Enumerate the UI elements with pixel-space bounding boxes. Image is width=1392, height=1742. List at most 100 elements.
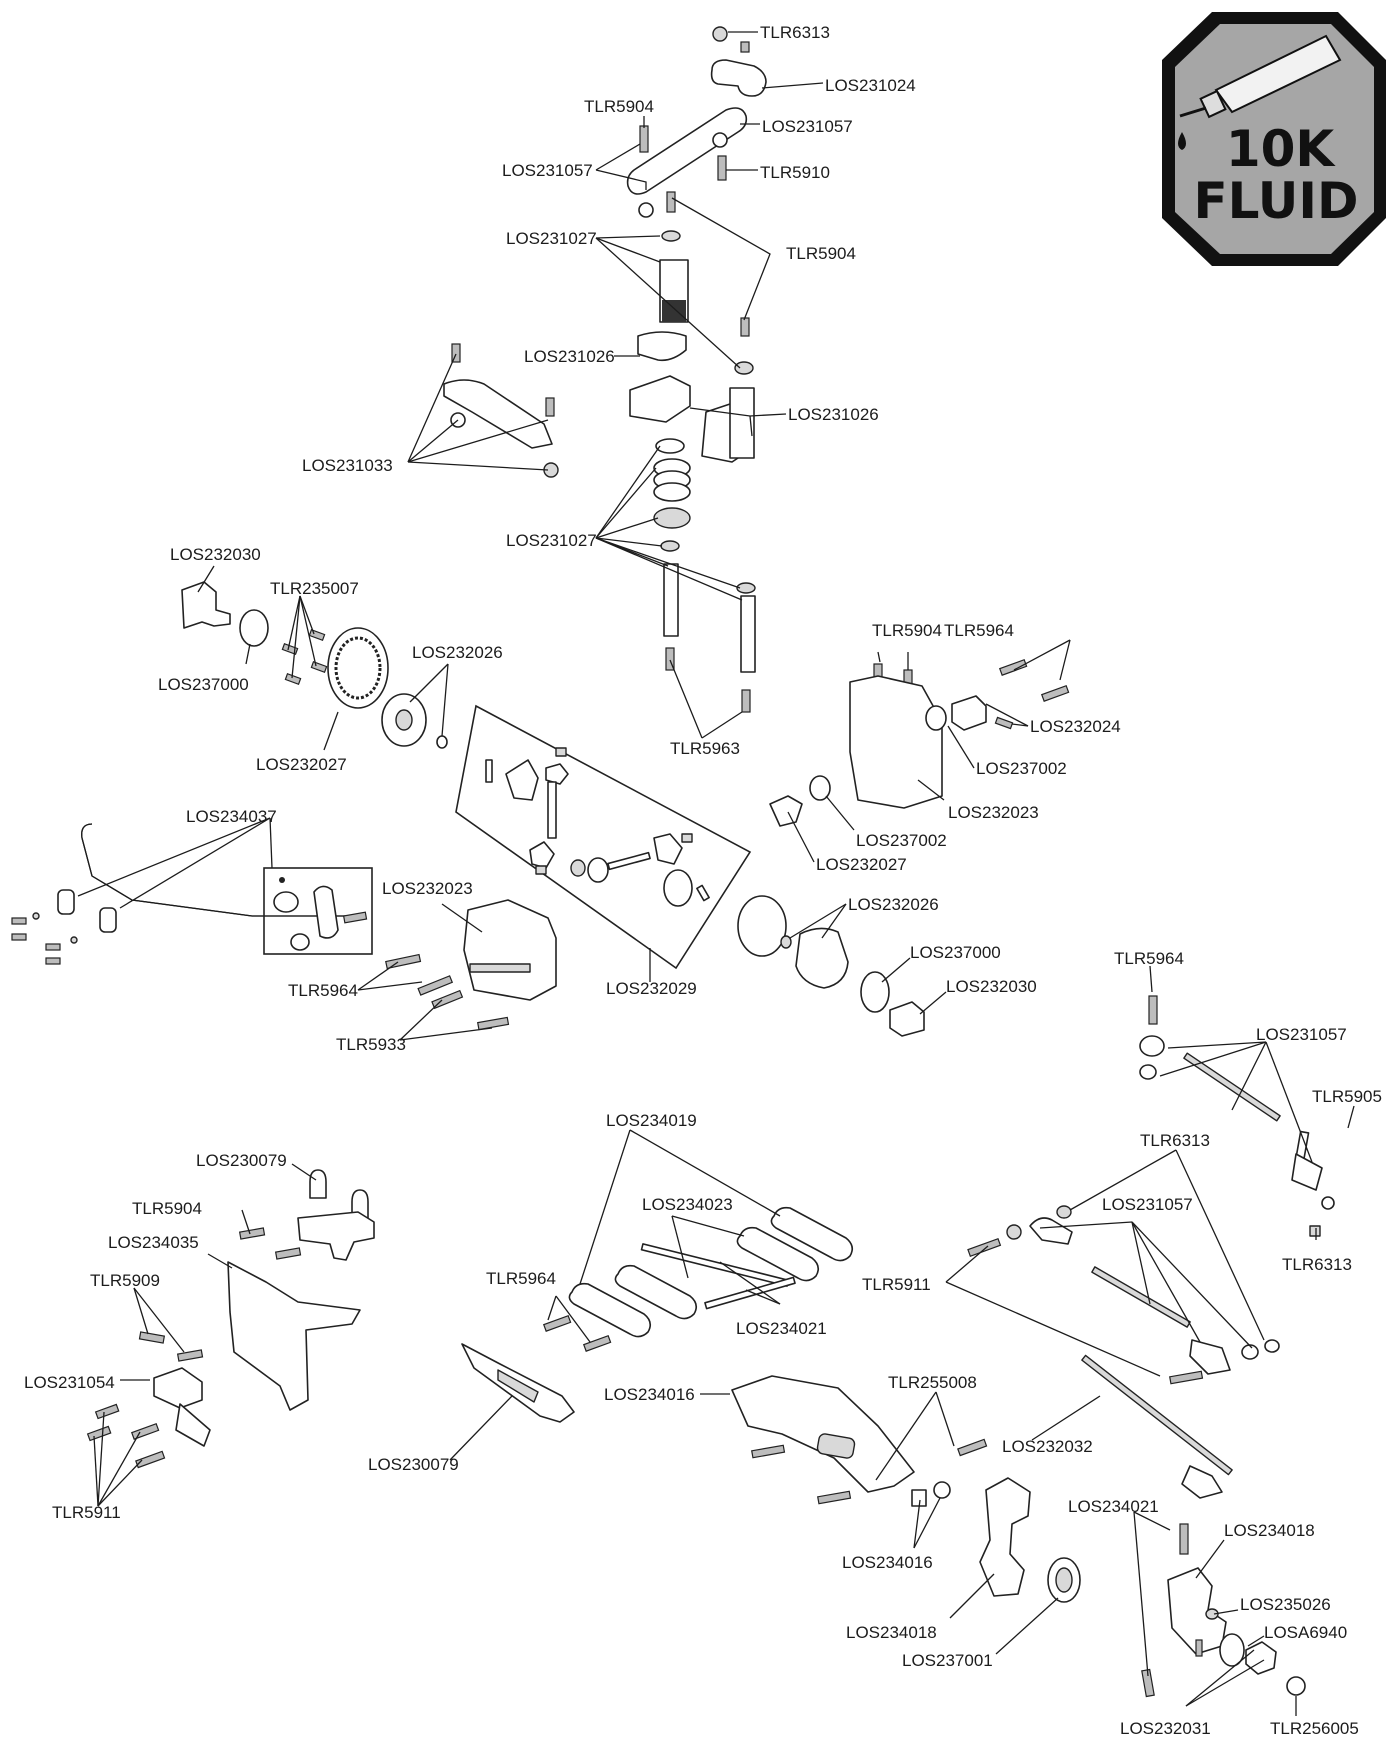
spider-gear-part (545, 763, 569, 785)
gearbox-left (385, 899, 557, 1031)
bearing-part (239, 609, 269, 647)
label-tlr5904: TLR5904 (872, 621, 942, 640)
pinion-gear-part (769, 795, 803, 827)
label-tlr5964: TLR5964 (486, 1269, 556, 1288)
turnbuckle-part (1183, 1052, 1281, 1122)
screw-part (94, 1403, 120, 1420)
label-los231026: LOS231026 (524, 347, 615, 366)
label-losa6940: LOSA6940 (1264, 1623, 1347, 1642)
screw-part (86, 1425, 112, 1442)
label-los232032: LOS232032 (1002, 1437, 1093, 1456)
rod-end-part (1139, 1035, 1165, 1057)
screw-part (717, 155, 727, 181)
hinge-braces (542, 1206, 854, 1352)
bearing-part (860, 971, 890, 1013)
label-los234016: LOS234016 (604, 1385, 695, 1404)
diff-kit-box (455, 704, 752, 970)
label-los237000: LOS237000 (158, 675, 249, 694)
axle-part (1181, 1465, 1223, 1499)
leader-lines (77, 31, 1355, 1716)
label-tlr5910: TLR5910 (760, 163, 830, 182)
sway-bar-group (11, 823, 373, 965)
pin-brace-part (614, 1264, 698, 1320)
label-los232027: LOS232027 (816, 855, 907, 874)
label-los231026: LOS231026 (788, 405, 879, 424)
screw-part (994, 716, 1014, 730)
label-los231057: LOS231057 (502, 161, 593, 180)
bearing-part (1219, 1633, 1245, 1667)
pin-part (696, 884, 710, 902)
label-los234016: LOS234016 (842, 1553, 933, 1572)
screw-part (238, 1227, 266, 1240)
screw-part (998, 658, 1028, 676)
screw-part (451, 343, 461, 363)
screw-part (542, 1314, 572, 1332)
label-tlr5904: TLR5904 (786, 244, 856, 263)
pin-part (1179, 1523, 1189, 1555)
washer-part (436, 735, 448, 749)
body-post-part (351, 1189, 369, 1219)
pin-part (1141, 1668, 1155, 1698)
diff-internals (455, 704, 752, 970)
washer-part (655, 438, 685, 454)
shim-part (535, 865, 547, 875)
label-los232024: LOS232024 (1030, 717, 1121, 736)
diff-case-right (737, 895, 925, 1037)
ball-part (290, 933, 310, 951)
spider-gear-part (570, 859, 586, 877)
label-tlr5964: TLR5964 (1114, 949, 1184, 968)
screw-part (138, 1331, 166, 1344)
fluid-badge: 10K FLUID (1162, 12, 1386, 266)
washer-part (661, 230, 681, 242)
label-los234035: LOS234035 (108, 1233, 199, 1252)
label-los232027: LOS232027 (256, 755, 347, 774)
label-tlr5963: TLR5963 (670, 739, 740, 758)
label-tlr255008: TLR255008 (888, 1373, 977, 1392)
fluid-tube-icon (1178, 34, 1342, 150)
sway-bar-part (81, 823, 352, 917)
shim-part (555, 747, 567, 757)
nut-part (1286, 1676, 1306, 1696)
nut-part (1309, 1225, 1321, 1237)
pin-part (485, 759, 493, 783)
gearbox-right (769, 658, 1070, 827)
screw-part (957, 1438, 988, 1457)
screw-part (477, 1016, 510, 1031)
spring-stack (653, 438, 756, 713)
ball-part (273, 891, 299, 913)
screw-part (176, 1349, 204, 1362)
spider-gear-part (587, 857, 609, 883)
gearbox-housing-part (849, 675, 943, 809)
screw-part (310, 661, 328, 673)
hex-hub-part (1245, 1641, 1277, 1675)
label-los231027: LOS231027 (506, 531, 597, 550)
label-los237000: LOS237000 (910, 943, 1001, 962)
screw-part (666, 191, 676, 213)
body-mount-part (297, 1211, 375, 1261)
screw-part (582, 1334, 612, 1352)
ball-stud-part (712, 132, 728, 148)
screw-part (639, 125, 649, 153)
label-los232023: LOS232023 (948, 803, 1039, 822)
label-tlr235007: TLR235007 (270, 579, 359, 598)
screw-part (1169, 1370, 1204, 1385)
washer-part (1205, 1608, 1219, 1620)
lower-arm-group (731, 1375, 988, 1507)
bearing-part (809, 775, 831, 801)
label-los237002: LOS237002 (976, 759, 1067, 778)
bearing-part (925, 705, 947, 731)
screw-part (342, 911, 368, 924)
sway-link-part (313, 885, 339, 939)
label-los232029: LOS232029 (606, 979, 697, 998)
cross-pin-part (607, 851, 651, 871)
spider-gear-part (653, 833, 683, 865)
label-tlr5905: TLR5905 (1312, 1087, 1382, 1106)
label-los234021: LOS234021 (736, 1319, 827, 1338)
label-tlr5904: TLR5904 (584, 97, 654, 116)
bushing-part (57, 889, 75, 915)
screw-part (274, 1247, 302, 1260)
part-labels: TLR6313 LOS231024 TLR5904 LOS231057 LOS2… (24, 23, 1382, 1738)
label-los235026: LOS235026 (1240, 1595, 1331, 1614)
label-tlr6313: TLR6313 (1282, 1255, 1352, 1274)
